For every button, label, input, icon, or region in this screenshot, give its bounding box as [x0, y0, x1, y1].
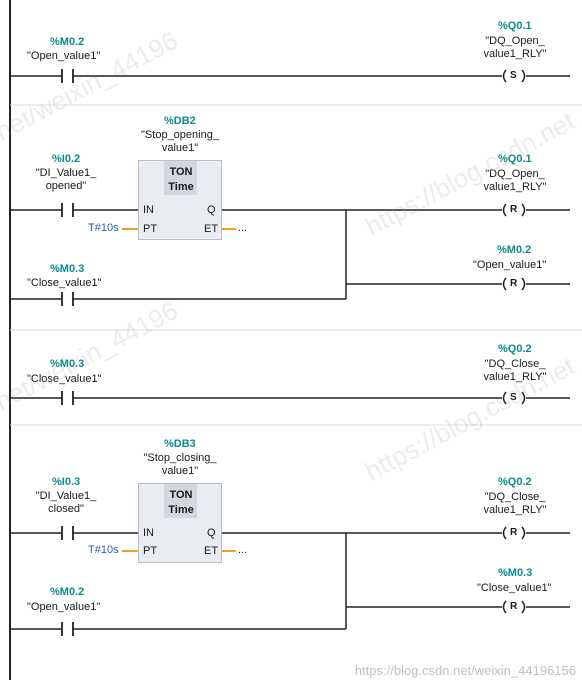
contact-address[interactable]: %M0.2 [50, 36, 85, 48]
coil-tag-name-line2[interactable]: value1_RLY" [483, 48, 547, 60]
coil-tag-name-line2[interactable]: value1_RLY" [483, 181, 547, 193]
network-4-wiring [10, 526, 570, 636]
pt-value[interactable]: T#10s [88, 222, 119, 234]
coil-tag-name-line2[interactable]: value1_RLY" [483, 371, 547, 383]
pt-value[interactable]: T#10s [88, 544, 119, 556]
timer-instance-name-line1[interactable]: "Stop_closing_ [143, 452, 217, 464]
timer-instance-address[interactable]: %DB2 [164, 115, 196, 127]
pin-in-label: IN [143, 527, 154, 539]
et-value[interactable]: ... [238, 222, 248, 234]
timer-instance-name-line2[interactable]: value1" [161, 142, 199, 154]
coil-type: R [510, 601, 518, 612]
coil-tag-name-line1[interactable]: "DQ_Close_ [484, 358, 546, 370]
coil-address[interactable]: %Q0.2 [498, 343, 532, 355]
pin-et-label: ET [204, 223, 219, 235]
coil-type: S [510, 392, 517, 403]
coil-type: S [510, 70, 517, 81]
coil-q02-set-symbol [502, 391, 507, 405]
contact-tag-name-line2[interactable]: closed" [48, 503, 84, 515]
timer-subtype: Time [168, 504, 194, 516]
contact-address[interactable]: %I0.3 [52, 476, 81, 488]
timer-instance-name-line1[interactable]: "Stop_opening_ [141, 129, 219, 141]
contact-tag-name[interactable]: "Close_value1" [27, 373, 102, 385]
coil-address[interactable]: %Q0.1 [498, 153, 532, 165]
coil-address[interactable]: %M0.2 [497, 244, 532, 256]
ton-timer-block[interactable]: TON Time IN PT Q ET [138, 483, 222, 563]
coil-type: R [510, 204, 518, 215]
parallel-contact-address[interactable]: %M0.2 [50, 586, 85, 598]
watermark-footer: https://blog.csdn.net/weixin_44196156 [354, 663, 576, 678]
contact-address[interactable]: %M0.3 [50, 358, 85, 370]
pin-q-label: Q [207, 204, 216, 216]
contact-address[interactable]: %I0.2 [52, 153, 81, 165]
coil-q01-set-symbol [502, 69, 507, 83]
coil-tag-name-line2[interactable]: value1_RLY" [483, 504, 547, 516]
parallel-contact-address[interactable]: %M0.3 [50, 263, 85, 275]
pin-pt-label: PT [143, 545, 158, 557]
pin-q-label: Q [207, 527, 216, 539]
network-1-wiring [10, 69, 570, 83]
pin-in-label: IN [143, 204, 154, 216]
timer-subtype: Time [168, 181, 194, 193]
coil-type: R [510, 278, 518, 289]
timer-instance-address[interactable]: %DB3 [164, 438, 196, 450]
contact-tag-name-line2[interactable]: opened" [45, 180, 87, 192]
pin-et-label: ET [204, 545, 219, 557]
contact-tag-name-line1[interactable]: "DI_Value1_ [35, 167, 97, 179]
timer-instance-name-line2[interactable]: value1" [161, 465, 199, 477]
coil-tag-name[interactable]: "Close_value1" [477, 582, 552, 594]
parallel-contact-tag-name[interactable]: "Open_value1" [27, 601, 101, 613]
coil-m02-reset-symbol [502, 277, 507, 291]
et-value[interactable]: ... [238, 544, 248, 556]
coil-tag-name-line1[interactable]: "DQ_Open_ [485, 35, 545, 47]
network-2-wiring [10, 203, 570, 306]
coil-address[interactable]: %Q0.1 [498, 20, 532, 32]
coil-tag-name[interactable]: "Open_value1" [473, 259, 547, 271]
parallel-contact-tag-name[interactable]: "Close_value1" [27, 277, 102, 289]
coil-tag-name-line1[interactable]: "DQ_Open_ [485, 168, 545, 180]
coil-type: R [510, 527, 518, 538]
coil-address[interactable]: %Q0.2 [498, 476, 532, 488]
coil-tag-name-line1[interactable]: "DQ_Close_ [484, 491, 546, 503]
coil-q02-reset-symbol [502, 526, 507, 540]
timer-type: TON [169, 166, 193, 178]
ton-timer-block[interactable]: TON Time IN PT Q ET [138, 160, 222, 240]
pin-pt-label: PT [143, 223, 158, 235]
network-3-wiring [10, 391, 570, 405]
contact-tag-name-line1[interactable]: "DI_Value1_ [35, 490, 97, 502]
coil-q01-reset-symbol [502, 203, 507, 217]
coil-address[interactable]: %M0.3 [498, 567, 533, 579]
contact-tag-name[interactable]: "Open_value1" [27, 50, 101, 62]
timer-type: TON [169, 489, 193, 501]
coil-m03-reset-symbol [502, 600, 507, 614]
